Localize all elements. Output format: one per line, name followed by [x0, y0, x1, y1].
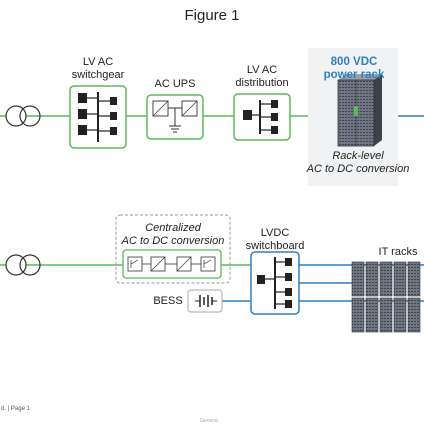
- lv-ac-distribution-box: [233, 93, 291, 141]
- classification-label: General: [200, 418, 218, 424]
- it-rack-icon: [407, 261, 421, 297]
- rack-level-label: Rack-level AC to DC conversion: [306, 150, 410, 175]
- it-rack-icon: [393, 297, 407, 333]
- power-rack-label: 800 VDC power rack: [323, 56, 385, 81]
- ac-ups-label: AC UPS: [154, 78, 196, 90]
- lv-ac-switchgear-box: [69, 85, 127, 149]
- transformer-icon: [5, 254, 41, 276]
- ac-ups-box: [146, 94, 204, 140]
- it-rack-icon: [379, 297, 393, 333]
- it-rack-icon: [393, 261, 407, 297]
- lvdc-switchboard-box: [250, 251, 300, 315]
- it-rack-icon: [365, 261, 379, 297]
- it-rack-icon: [407, 297, 421, 333]
- it-rack-icon: [351, 261, 365, 297]
- bess-label: BESS: [153, 295, 183, 307]
- it-racks-label: IT racks: [378, 246, 418, 258]
- transformer-icon: [5, 105, 41, 127]
- converter-chain-icon: [122, 249, 222, 279]
- centralized-frame: [115, 214, 231, 284]
- lv-ac-distribution-label: LV AC distribution: [235, 64, 289, 89]
- it-rack-icon: [379, 261, 393, 297]
- it-rack-icon: [351, 297, 365, 333]
- lvdc-switchboard-label: LVDC switchboard: [245, 227, 305, 252]
- power-rack-icon: [308, 48, 398, 186]
- page-footer: d. | Page 1: [1, 406, 30, 412]
- bess-box: [187, 289, 223, 313]
- figure-title: Figure 1: [184, 7, 240, 24]
- lv-ac-switchgear-label: LV AC switchgear: [71, 56, 125, 81]
- it-racks-group: [351, 261, 421, 333]
- centralized-label: Centralized AC to DC conversion: [121, 222, 225, 247]
- it-rack-icon: [365, 297, 379, 333]
